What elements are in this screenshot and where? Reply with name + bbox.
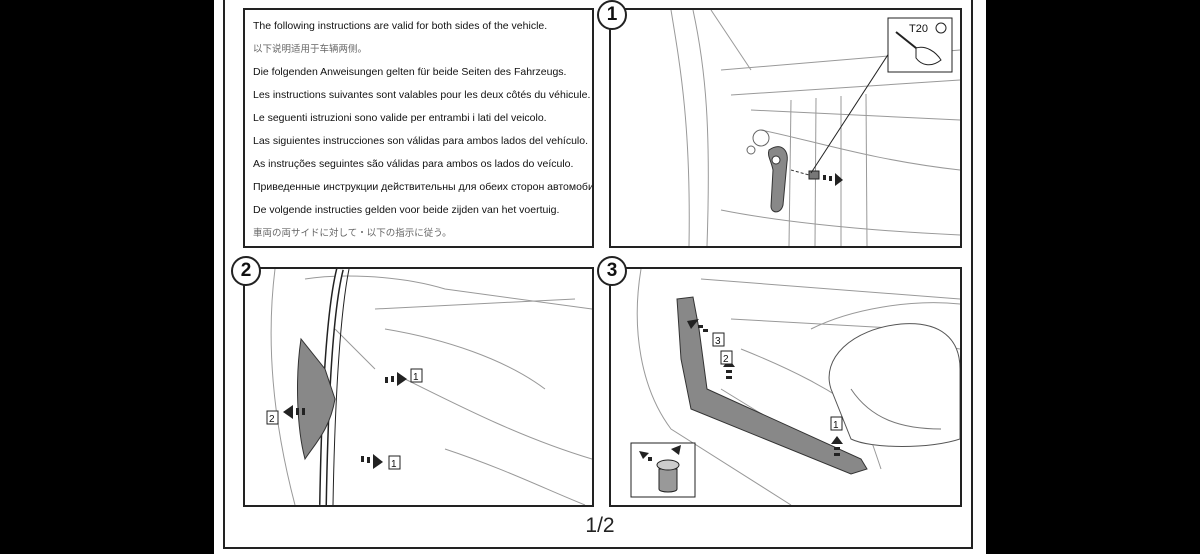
instruction-line-it: Le seguenti istruzioni sono valide per e… bbox=[253, 112, 547, 124]
step-2-illustration: 1 2 1 bbox=[266, 269, 592, 505]
instruction-line-es: Las siguientes instrucciones son válidas… bbox=[253, 135, 589, 147]
instruction-line-ru: Приведенные инструкции действительны для… bbox=[253, 181, 594, 193]
instruction-line-en: The following instructions are valid for… bbox=[253, 20, 548, 32]
instruction-line-pt: As instruções seguintes são válidas para… bbox=[253, 158, 574, 170]
removal-arrow-icon bbox=[283, 405, 305, 419]
page-number: 1/2 bbox=[585, 514, 615, 537]
hand-icon bbox=[915, 46, 942, 66]
instruction-line-zh: 以下说明适用于车辆两侧。 bbox=[253, 44, 368, 55]
instruction-line-ja: 車両の両サイドに対して・以下の指示に従う。 bbox=[253, 228, 452, 239]
instruction-line-de: Die folgenden Anweisungen gelten für bei… bbox=[253, 66, 567, 78]
removal-arrow-icon bbox=[831, 436, 843, 456]
torx-icon bbox=[935, 22, 947, 34]
removal-arrow-icon bbox=[361, 454, 383, 469]
instruction-line-fr: Les instructions suivantes sont valables… bbox=[253, 89, 591, 101]
removal-arrow-icon bbox=[639, 445, 681, 461]
sill-trim-shape bbox=[676, 296, 868, 475]
instructions-text-panel: The following instructions are valid for… bbox=[243, 8, 594, 248]
retaining-clip-icon bbox=[658, 468, 678, 493]
callout-label: 1 bbox=[391, 459, 397, 470]
step-1-panel: T20 bbox=[609, 8, 962, 248]
step-3-badge: 3 bbox=[597, 256, 627, 286]
removal-arrow-icon bbox=[687, 319, 708, 332]
callout-label: 2 bbox=[269, 414, 275, 425]
removal-arrow-icon bbox=[823, 173, 843, 186]
callout-label: 1 bbox=[413, 372, 419, 383]
instruction-sheet: The following instructions are valid for… bbox=[214, 0, 986, 554]
step-3-panel: 3 2 1 bbox=[609, 267, 962, 507]
torx-screw-shape bbox=[808, 170, 820, 180]
step-2-badge: 2 bbox=[231, 256, 261, 286]
callout-label: 3 bbox=[715, 336, 721, 347]
callout-label: 2 bbox=[723, 354, 729, 365]
removal-arrow-icon bbox=[385, 372, 407, 386]
instruction-line-nl: De volgende instructies gelden voor beid… bbox=[253, 204, 560, 216]
step-3-illustration: 3 2 1 bbox=[630, 269, 960, 505]
seat-shape bbox=[828, 323, 960, 447]
step-1-badge: 1 bbox=[597, 0, 627, 30]
step-1-illustration: T20 bbox=[670, 10, 960, 246]
tool-callout-box bbox=[887, 17, 953, 73]
sheet-border bbox=[223, 0, 973, 549]
step-2-panel: 1 2 1 bbox=[243, 267, 594, 507]
callout-label: 1 bbox=[833, 420, 839, 431]
a-pillar-trim-shape bbox=[297, 337, 336, 461]
tool-label: T20 bbox=[909, 23, 928, 35]
